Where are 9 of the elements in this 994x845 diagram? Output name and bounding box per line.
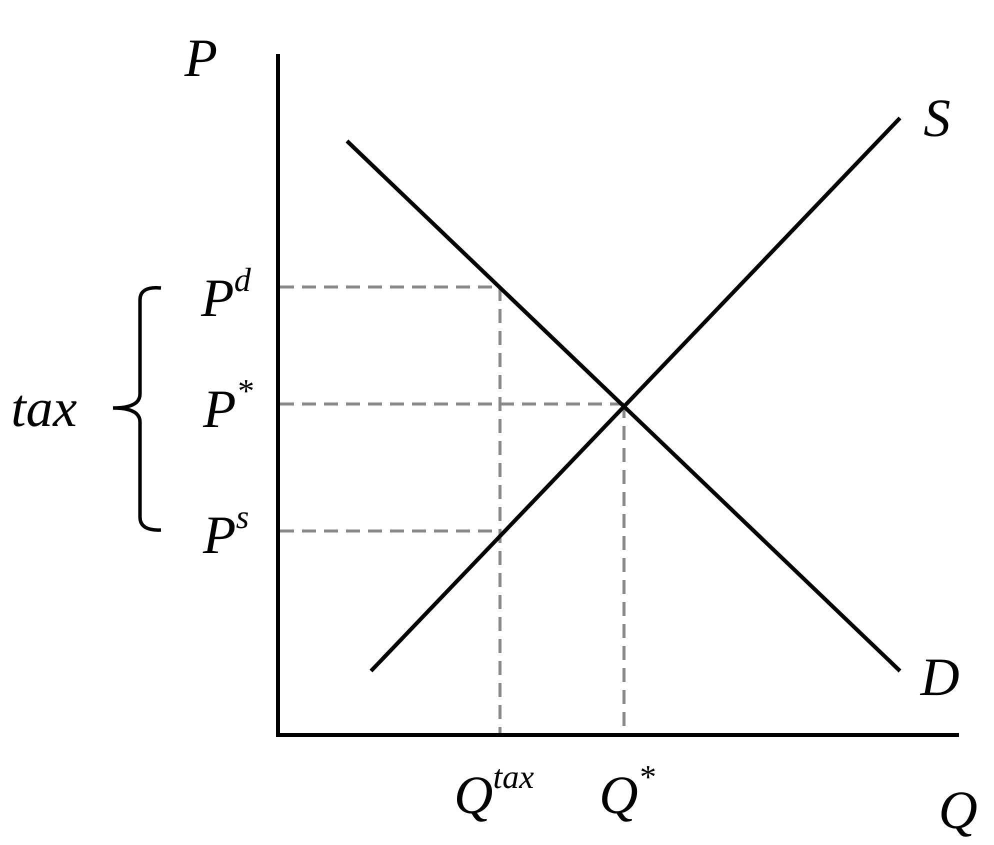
axis-label: P [184,31,218,85]
bracket-label: tax [11,381,77,435]
quantity-label: Q$^{tax}$ [454,768,534,822]
price-label: P$^{*}$ [203,382,253,436]
curve-label: D [920,650,960,704]
axis-label: Q [938,783,978,837]
quantity-label: Q$^{*}$ [599,768,655,822]
curve-label: S [924,91,950,145]
price-label: P$^{s}$ [202,508,250,562]
